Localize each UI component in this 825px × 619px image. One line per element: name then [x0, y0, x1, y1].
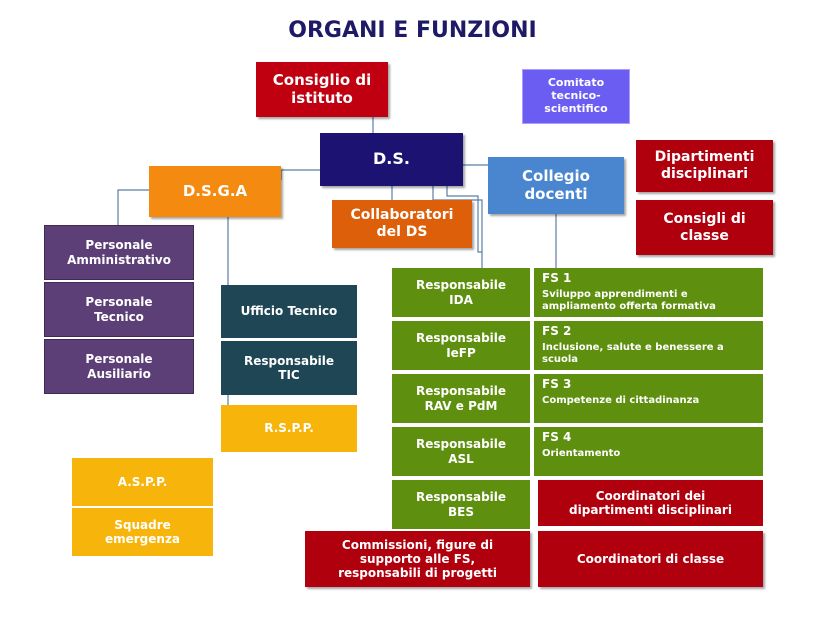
ufficio-tecnico-node: Ufficio Tecnico: [221, 285, 357, 338]
rspp-node: R.S.P.P.: [221, 405, 357, 452]
personale-ausiliario-node: Personale Ausiliario: [44, 339, 194, 394]
coordinatori-dipartimenti-node: Coordinatori dei dipartimenti disciplina…: [538, 480, 763, 526]
collaboratori-node: Collaboratori del DS: [332, 200, 472, 248]
responsabile-ida-node: Responsabile IDA: [392, 268, 530, 317]
dsga-node: D.S.G.A: [149, 166, 281, 217]
fs-description: Orientamento: [542, 448, 621, 459]
fs-1-node: FS 1 Sviluppo apprendimenti e ampliament…: [534, 268, 763, 317]
consigli-classe-node: Consigli di classe: [636, 200, 773, 255]
consiglio-istituto-node: Consiglio di istituto: [256, 62, 388, 117]
squadre-emergenza-node: Squadre emergenza: [72, 508, 213, 556]
responsabile-tic-node: Responsabile TIC: [221, 341, 357, 395]
responsabile-asl-node: Responsabile ASL: [392, 427, 530, 476]
fs-4-node: FS 4 Orientamento: [534, 427, 763, 476]
fs-label: FS 3: [542, 377, 572, 391]
fs-label: FS 2: [542, 324, 572, 338]
ds-node: D.S.: [320, 133, 463, 186]
coordinatori-classe-node: Coordinatori di classe: [538, 531, 763, 587]
personale-tecnico-node: Personale Tecnico: [44, 282, 194, 337]
fs-description: Sviluppo apprendimenti e ampliamento off…: [542, 289, 716, 312]
fs-2-node: FS 2 Inclusione, salute e benessere a sc…: [534, 321, 763, 370]
aspp-node: A.S.P.P.: [72, 458, 213, 506]
responsabile-iefp-node: Responsabile IeFP: [392, 321, 530, 370]
collegio-node: Collegio docenti: [488, 157, 624, 214]
fs-description: Competenze di cittadinanza: [542, 395, 700, 406]
page-title: ORGANI E FUNZIONI: [288, 18, 537, 43]
fs-3-node: FS 3 Competenze di cittadinanza: [534, 374, 763, 423]
personale-amministrativo-node: Personale Amministrativo: [44, 225, 194, 280]
commissioni-node: Commissioni, figure di supporto alle FS,…: [305, 531, 530, 587]
comitato-node: Comitato tecnico-scientifico: [522, 69, 630, 124]
dipartimenti-node: Dipartimenti disciplinari: [636, 140, 773, 192]
responsabile-bes-node: Responsabile BES: [392, 480, 530, 529]
fs-label: FS 4: [542, 430, 572, 444]
responsabile-rav-node: Responsabile RAV e PdM: [392, 374, 530, 423]
fs-label: FS 1: [542, 271, 572, 285]
fs-description: Inclusione, salute e benessere a scuola: [542, 342, 724, 365]
